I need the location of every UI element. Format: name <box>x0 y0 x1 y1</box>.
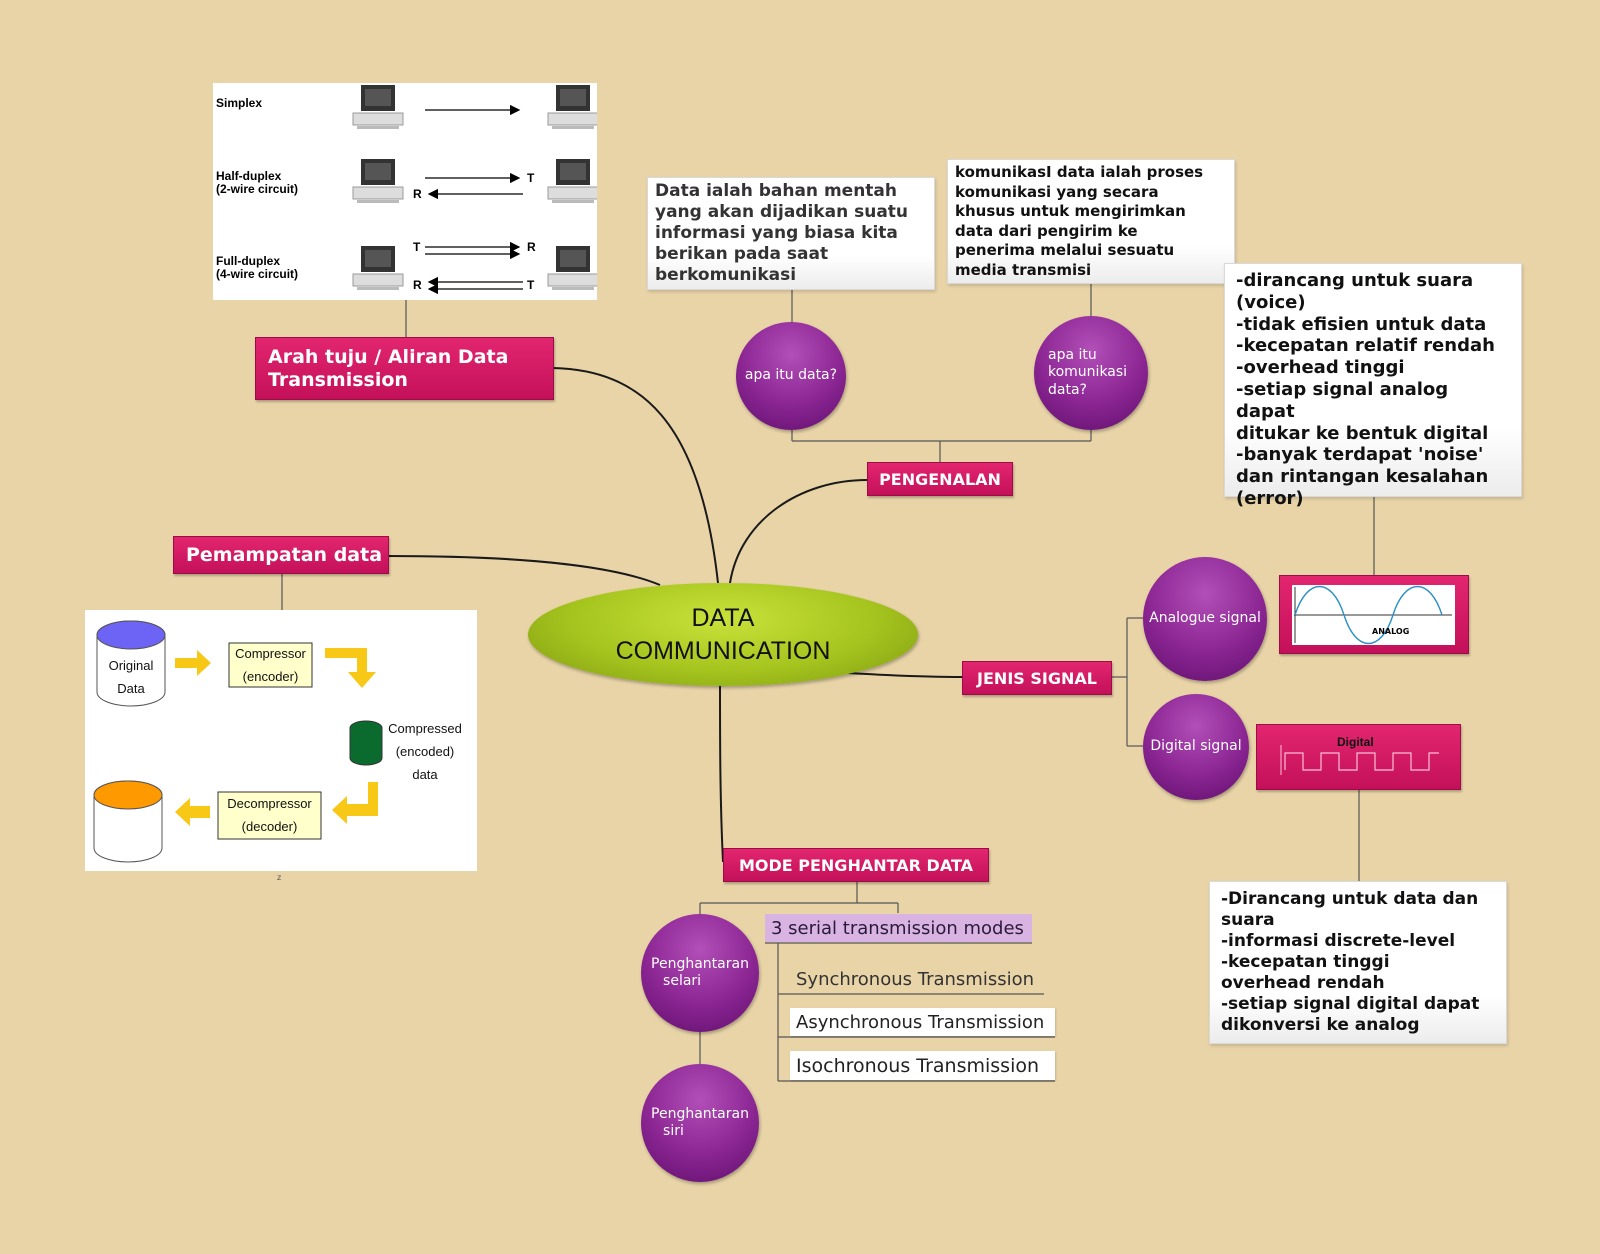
compression-shapes <box>93 620 383 863</box>
simplex-label: Simplex <box>216 96 263 110</box>
digital-caption: Digital <box>1337 735 1374 749</box>
compressed-data-label: Compressed(encoded)data <box>388 721 462 782</box>
analog-caption: ANALOG <box>1372 626 1410 636</box>
branch-mode-penghantar-data[interactable]: MODE PENGHANTAR DATA <box>723 848 989 882</box>
branch-pemampatan-data[interactable]: Pemampatan data <box>173 536 389 574</box>
half-duplex-label: Half-duplex(2-wire circuit) <box>216 169 299 196</box>
half-duplex-t-label: T <box>527 171 535 185</box>
analog-signal-note: -dirancang untuk suara(voice)-tidak efis… <box>1224 263 1522 509</box>
compression-caption: z <box>277 873 282 882</box>
synchronous-transmission: Synchronous Transmission <box>796 968 1035 990</box>
node-analogue-signal[interactable]: Analogue signal <box>1143 557 1267 681</box>
isochronous-transmission: Isochronous Transmission <box>790 1051 1055 1080</box>
serial-modes-heading: 3 serial transmission modes <box>765 914 1032 942</box>
transmission-arrows <box>352 84 597 295</box>
asynchronous-transmission: Asynchronous Transmission <box>790 1008 1055 1036</box>
full-duplex-r2-label: R <box>413 278 422 292</box>
transmission-direction-figure: Simplex Half-duplex(2-wire circuit) Full… <box>213 83 597 300</box>
decompressor-label: Decompressor(decoder) <box>227 796 312 834</box>
branch-pengenalan[interactable]: PENGENALAN <box>867 462 1013 496</box>
digital-wave-box: Digital <box>1256 724 1461 790</box>
node-apa-itu-data[interactable]: apa itu data? <box>736 322 846 430</box>
half-duplex-r-label: R <box>413 187 422 201</box>
compressor-label: Compressor(encoder) <box>235 646 306 684</box>
digital-wave-icon <box>1280 745 1439 775</box>
node-digital-signal[interactable]: Digital signal <box>1143 694 1249 800</box>
analog-wave-icon <box>1294 585 1452 644</box>
full-duplex-t2-label: T <box>527 278 535 292</box>
full-duplex-r-label: R <box>527 240 536 254</box>
full-duplex-label: Full-duplex(4-wire circuit) <box>216 254 299 281</box>
full-duplex-t-label: T <box>413 240 421 254</box>
analog-wave-box: ANALOG <box>1279 575 1469 654</box>
branch-jenis-signal[interactable]: JENIS SIGNAL <box>962 661 1112 695</box>
